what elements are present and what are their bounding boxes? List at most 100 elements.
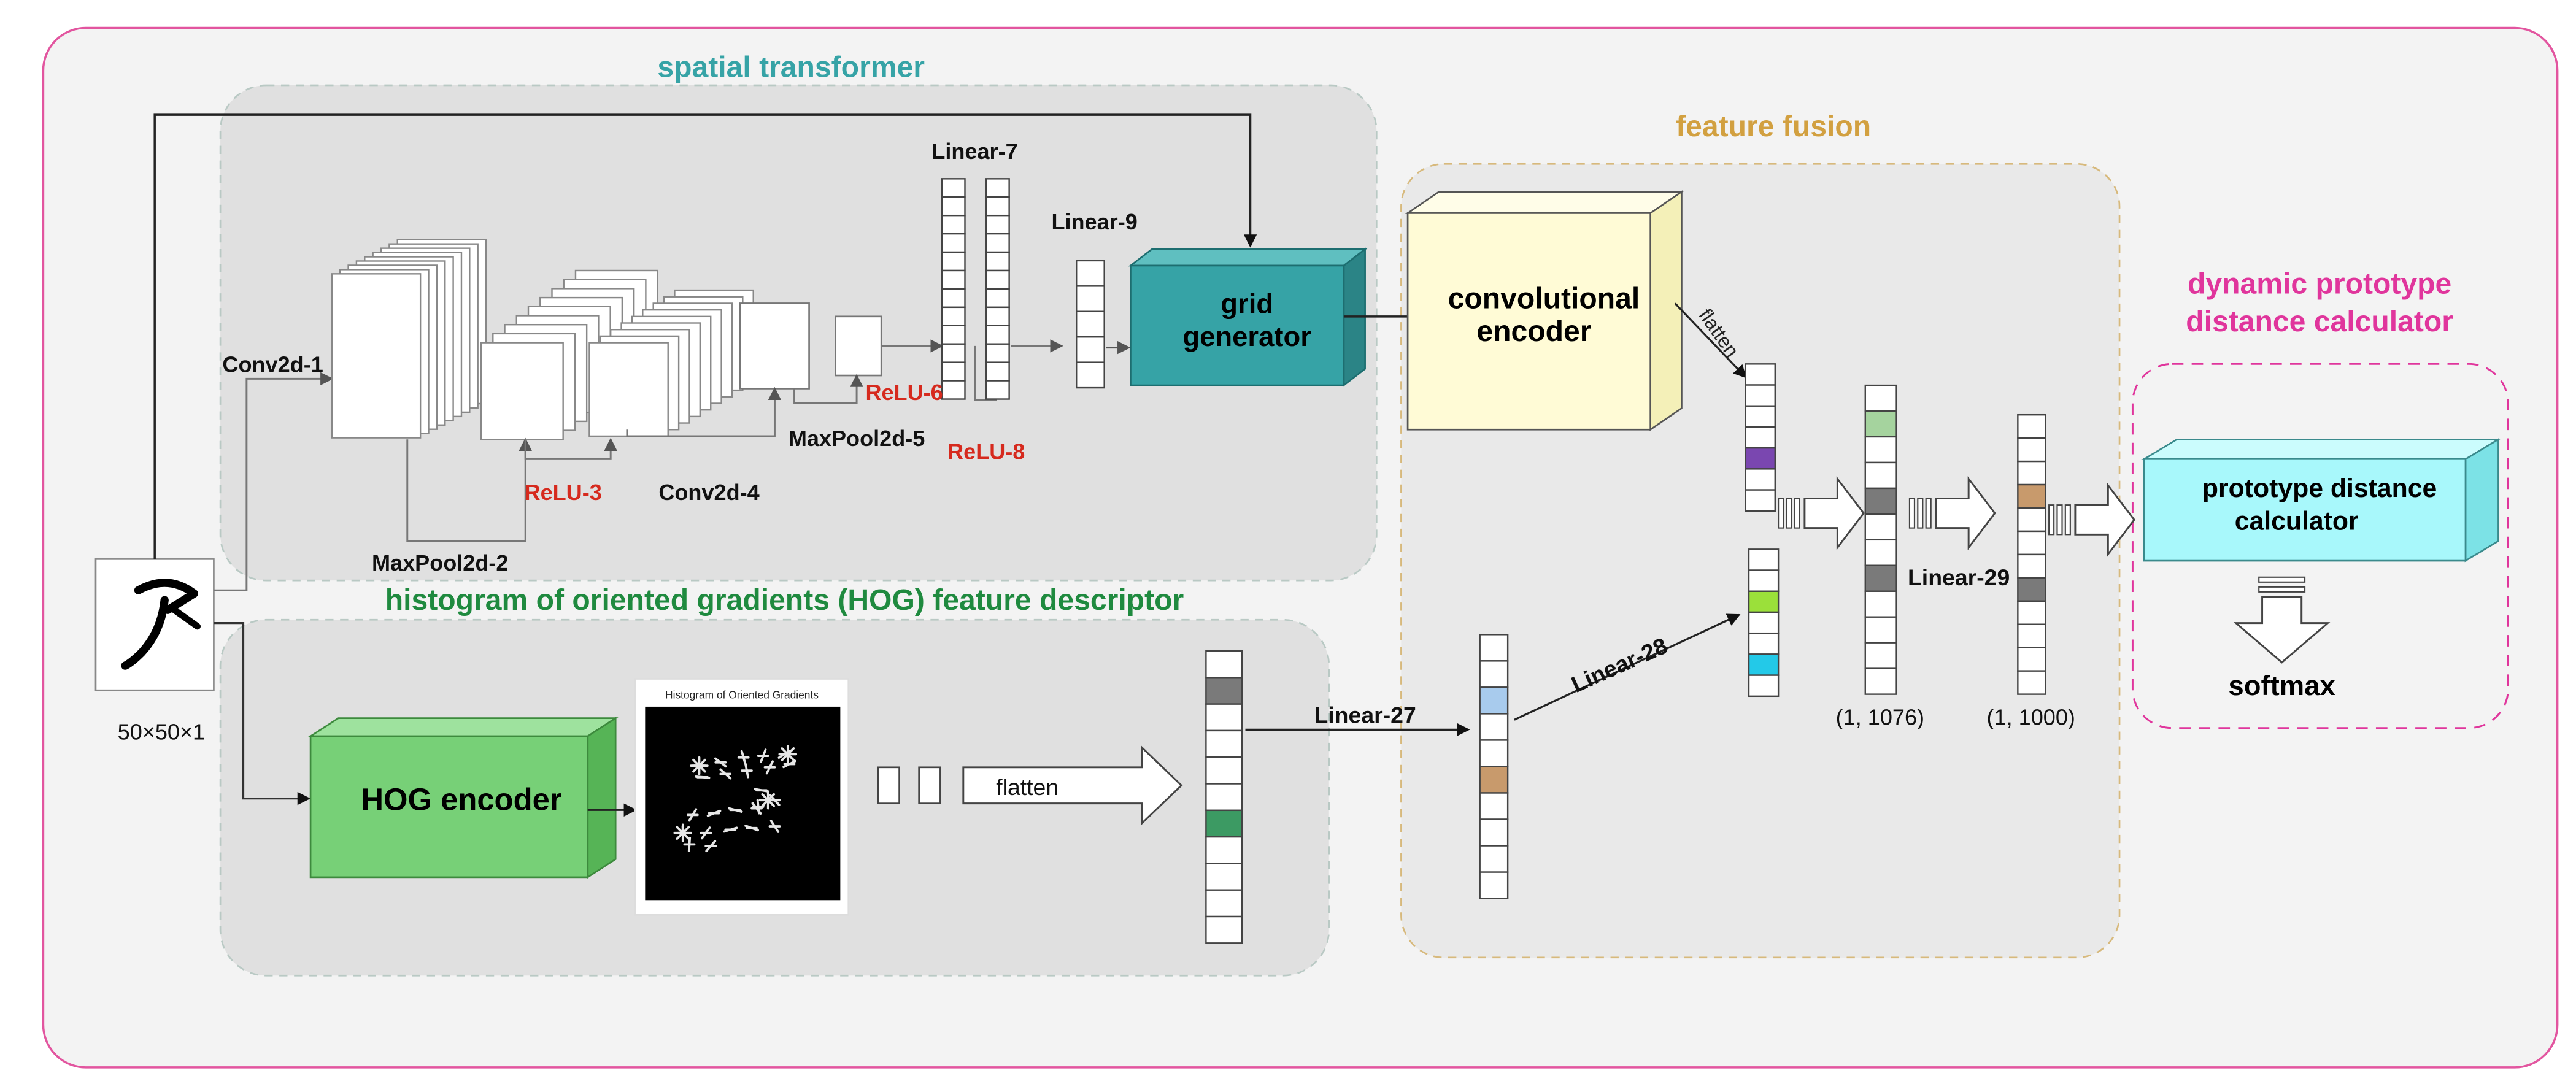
vector-cell <box>1076 285 1105 313</box>
vector-cell <box>1864 436 1897 464</box>
vector-cell <box>1479 845 1509 873</box>
hog-descriptor-title: histogram of oriented gradients (HOG) fe… <box>385 583 1184 617</box>
vector-cell <box>1076 361 1105 389</box>
convolutional-encoder-block <box>1405 190 1684 431</box>
grid-generator-block <box>1128 247 1368 387</box>
softmax-arrow <box>2233 576 2331 664</box>
vector-cell <box>1479 871 1509 899</box>
vector-cell <box>1205 863 1243 891</box>
vector-cell <box>985 325 1010 345</box>
prototype-label-1: prototype distance <box>2202 474 2437 503</box>
vector-cell <box>1205 677 1243 705</box>
vector-cell <box>1745 489 1776 512</box>
concatenated-vector-1076 <box>1864 384 1897 695</box>
maxpool-to-relu6-connector <box>793 374 863 404</box>
vector-cell <box>1748 569 1780 592</box>
vector-cell <box>1748 632 1780 655</box>
vector-cell <box>941 214 966 235</box>
vector-cell <box>985 196 1010 217</box>
vector-cell <box>1205 703 1243 732</box>
vector-cell <box>941 343 966 363</box>
dynamic-prototype-title-2: distance calculator <box>2186 305 2453 338</box>
vector-cell <box>1205 729 1243 758</box>
vector-cell <box>941 306 966 326</box>
maxpool2d-5-feature-map <box>739 302 810 390</box>
vector-cell <box>941 178 966 198</box>
vector-cell <box>941 269 966 290</box>
vector-cell <box>1076 260 1105 287</box>
vector-cell <box>1745 426 1776 449</box>
vector-cell <box>2017 600 2046 625</box>
vector-cell <box>941 196 966 217</box>
vector-cell <box>2017 507 2046 533</box>
stack3-to-maxpool-connector <box>626 386 782 437</box>
vector-cell <box>1205 915 1243 944</box>
stack2-to-stack3-connector <box>524 437 617 460</box>
vector-cell <box>2017 623 2046 648</box>
vector-cell <box>1748 590 1780 613</box>
grid-generator-label-1: grid <box>1221 288 1273 319</box>
softmax-label: softmax <box>2229 670 2335 701</box>
vector-cell <box>1479 713 1509 741</box>
shape-1076-label: (1, 1076) <box>1836 704 1924 729</box>
vector-cell <box>941 251 966 272</box>
vector-cell <box>1205 783 1243 812</box>
feature-fusion-title: feature fusion <box>1676 110 1871 143</box>
relu-8-vector <box>985 178 1010 400</box>
conv-flatten-arrow <box>1674 302 1747 379</box>
vector-cell <box>1205 889 1243 918</box>
feature-map <box>588 342 669 437</box>
vector-cell <box>2017 530 2046 556</box>
linear-28-vector <box>1748 548 1780 698</box>
conv-encoder-label-1: convolutional <box>1448 282 1640 315</box>
vector-cell <box>1076 336 1105 363</box>
vector-cell <box>985 306 1010 326</box>
hog-encoder-block <box>307 717 619 879</box>
vector-cell <box>1864 667 1897 695</box>
hog-feature-square-2 <box>918 766 941 804</box>
maxpool2d-5-label: MaxPool2d-5 <box>789 426 925 451</box>
vector-cell <box>985 380 1010 400</box>
hollow-arrows <box>1778 476 2135 557</box>
vector-cell <box>1745 447 1776 470</box>
vector-cell <box>1479 766 1509 794</box>
vector-cell <box>985 178 1010 198</box>
vector-cell <box>1864 616 1897 644</box>
hog-flatten-arrow <box>962 745 1183 826</box>
shape-1000-label: (1, 1000) <box>1987 704 2075 729</box>
maxpool2d-2-feature-stack <box>480 269 658 440</box>
hog-image-title: Histogram of Oriented Gradients <box>665 689 819 701</box>
vector-cell <box>1748 653 1780 676</box>
vector-cell <box>1205 836 1243 864</box>
vector-cell <box>2017 647 2046 672</box>
vector-cell <box>1205 756 1243 785</box>
conv-flattened-vector <box>1745 363 1776 512</box>
vector-cell <box>941 325 966 345</box>
vector-cell <box>985 214 1010 235</box>
prototype-distance-calculator-block <box>2141 437 2502 563</box>
vector-cell <box>941 233 966 253</box>
linear-9-vector <box>1076 260 1105 389</box>
vector-cell <box>941 380 966 400</box>
vector-cell <box>2017 437 2046 463</box>
vector-cell <box>2017 460 2046 486</box>
prototype-label-2: calculator <box>2235 506 2359 536</box>
vector-cell <box>1864 590 1897 618</box>
vector-cell <box>985 233 1010 253</box>
hog-flatten-label: flatten <box>996 774 1059 800</box>
vector-cell <box>2017 670 2046 695</box>
vector-cell <box>1864 384 1897 412</box>
vector-cell <box>1864 461 1897 490</box>
vector-cell <box>2017 483 2046 509</box>
vector-cell <box>985 361 1010 382</box>
vector-cell <box>985 269 1010 290</box>
linear-29-label: Linear-29 <box>1908 564 2010 590</box>
hollow-block-arrow <box>1778 476 1865 551</box>
grid-generator-label-2: generator <box>1182 321 1311 352</box>
relu-8-label: ReLU-8 <box>947 439 1025 464</box>
vector-cell <box>985 251 1010 272</box>
vector-cell <box>941 288 966 309</box>
linear-28-arrow <box>1514 613 1741 721</box>
input-to-conv-connector <box>214 372 334 591</box>
vector-cell <box>1479 739 1509 767</box>
